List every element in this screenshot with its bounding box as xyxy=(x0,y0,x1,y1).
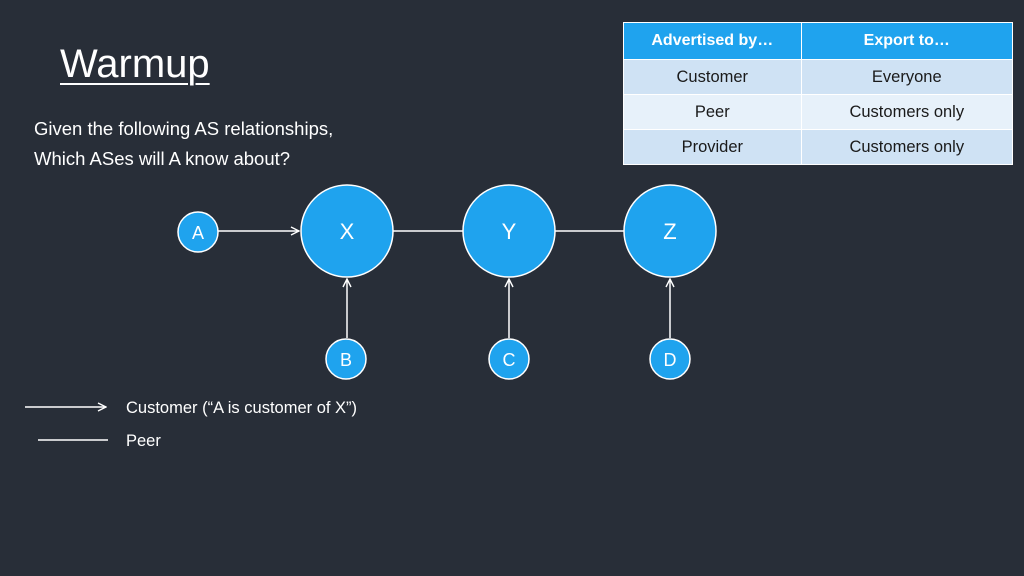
table-cell: Peer xyxy=(623,94,802,130)
node-x-label: X xyxy=(340,219,355,244)
node-c: C xyxy=(488,338,530,380)
question-text: Given the following AS relationships, Wh… xyxy=(34,114,333,174)
node-a-label: A xyxy=(192,223,204,243)
node-a: A xyxy=(177,211,219,253)
table-cell: Customer xyxy=(623,59,802,95)
question-line-2: Which ASes will A know about? xyxy=(34,148,291,169)
header-export-to: Export to… xyxy=(800,22,1014,60)
node-z: Z xyxy=(623,184,717,278)
table-row: Provider Customers only xyxy=(623,129,1014,165)
node-y: Y xyxy=(462,184,556,278)
table-cell: Customers only xyxy=(800,94,1014,130)
node-b-label: B xyxy=(340,350,352,370)
table-cell: Provider xyxy=(623,129,802,165)
table-header-row: Advertised by… Export to… xyxy=(623,22,1014,60)
table-row: Customer Everyone xyxy=(623,59,1014,95)
table-cell: Customers only xyxy=(800,129,1014,165)
node-d: D xyxy=(649,338,691,380)
question-line-1: Given the following AS relationships, xyxy=(34,118,334,139)
node-b: B xyxy=(325,338,367,380)
node-x: X xyxy=(300,184,394,278)
legend-customer-label: Customer (“A is customer of X”) xyxy=(126,399,358,417)
node-c-label: C xyxy=(503,350,516,370)
table-row: Peer Customers only xyxy=(623,94,1014,130)
node-y-label: Y xyxy=(502,219,517,244)
table-cell: Everyone xyxy=(800,59,1014,95)
export-rules-table: Advertised by… Export to… Customer Every… xyxy=(623,22,1014,165)
slide-title: Warmup xyxy=(60,42,210,86)
node-d-label: D xyxy=(664,350,677,370)
legend-peer-label: Peer xyxy=(126,432,161,450)
node-z-label: Z xyxy=(663,219,676,244)
